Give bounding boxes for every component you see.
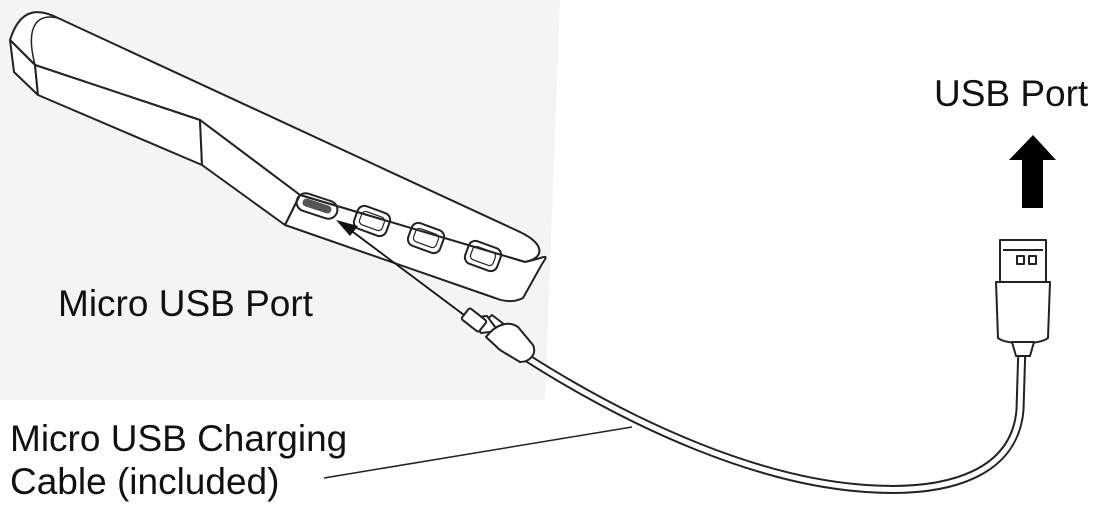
micro-usb-plug-tip <box>460 307 488 333</box>
pointer-arrow-icon <box>336 220 469 319</box>
cable-label-line-1: Micro USB Charging <box>10 418 348 459</box>
usb-a-port-2 <box>406 221 446 255</box>
cable-inner <box>521 342 1025 492</box>
usb-a-housing <box>995 281 1051 345</box>
cable-label-line-2: Cable (included) <box>10 461 280 502</box>
device-top-edge <box>30 16 59 66</box>
up-arrow-icon <box>1009 135 1056 208</box>
device-front-face <box>284 194 547 302</box>
device-ports <box>295 192 503 273</box>
usb-a-strain-relief <box>1011 341 1035 357</box>
usb-cable <box>519 340 1027 494</box>
micro-usb-port <box>295 192 339 220</box>
usb-a-port-1 <box>352 204 392 238</box>
cable-outer <box>519 340 1027 494</box>
usb-a-connector <box>995 239 1051 357</box>
usb-a-port-3 <box>463 239 503 273</box>
power-bank-device <box>9 11 547 302</box>
cable-leader-line <box>323 426 633 479</box>
micro-usb-port-label: Micro USB Port <box>58 283 313 324</box>
usb-port-label: USB Port <box>934 73 1089 114</box>
